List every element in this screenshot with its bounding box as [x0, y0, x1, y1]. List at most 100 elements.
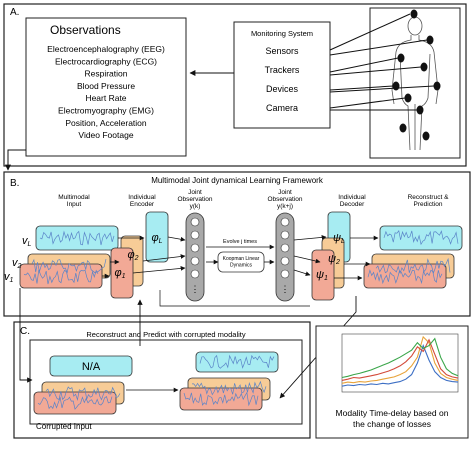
- corrupted-na-box: [49, 355, 133, 377]
- output-signals: [367, 229, 459, 285]
- input-label-v2: v2: [12, 257, 22, 270]
- text-line: Reconstruct &: [408, 194, 449, 201]
- panel-b-label: B.: [10, 178, 19, 189]
- corrupted-input-label: Corrupted Input: [36, 422, 92, 431]
- joint-observation-kj-nodes: ⋮: [280, 217, 290, 294]
- observation-item: Blood Pressure: [77, 81, 135, 91]
- loss-chart: [341, 333, 459, 393]
- monitoring-item: Sensors: [265, 46, 299, 56]
- text-line: Multimodal: [58, 194, 90, 201]
- signal-trace: [375, 257, 451, 275]
- signal-trace: [192, 380, 267, 396]
- signal-trace: [199, 354, 275, 369]
- joint-observation-k-nodes: ⋮: [190, 217, 200, 294]
- neuron-node: [280, 230, 290, 240]
- c-output-v-l: [195, 351, 279, 373]
- panel-c-label: C.: [20, 326, 30, 337]
- evolve-label: Evolve j times: [223, 239, 257, 245]
- observations-box: [25, 17, 187, 157]
- text-line: Observation: [177, 196, 212, 203]
- neuron-node: [190, 230, 200, 240]
- monitoring-item: Trackers: [265, 65, 300, 75]
- neuron-node: [190, 243, 200, 253]
- neuron-node: [280, 243, 290, 253]
- neuron-node: [280, 269, 290, 279]
- c-output-signals: [183, 354, 275, 407]
- monitoring-title: Monitoring System: [251, 29, 313, 38]
- text-line: y(k+j): [277, 203, 293, 210]
- chart-series-line: [341, 337, 459, 379]
- panel-b: B. Multimodal Joint dynamical Learning F…: [3, 171, 471, 317]
- signal-trace: [183, 391, 259, 407]
- neuron-node: [190, 256, 200, 266]
- neuron-dots: ⋮: [191, 284, 200, 294]
- observation-item: Heart Rate: [85, 93, 126, 103]
- panel-c-title: Reconstruct and Predict with corrupted m…: [86, 330, 245, 339]
- panel-b-arrows: [102, 235, 379, 281]
- input-label-vl: vL: [22, 235, 32, 248]
- encoder-label-phi-1: φ1: [114, 267, 125, 280]
- text-line: y(k): [190, 203, 201, 210]
- chart-plot-area: [341, 333, 459, 393]
- bc-connection-arrows: [19, 288, 357, 399]
- text-line: Input: [67, 201, 82, 208]
- panel-c: C. Reconstruct and Predict with corrupte…: [13, 321, 311, 439]
- observation-item: Electroencephalography (EEG): [47, 44, 165, 54]
- text-line: Modality Time-delay based on: [336, 408, 449, 418]
- input-signals: [23, 230, 115, 285]
- neuron-node: [190, 217, 200, 227]
- text-line: Joint: [188, 189, 202, 196]
- text-line: Decoder: [340, 201, 365, 208]
- encoder-label-phi-2: φ2: [127, 249, 138, 262]
- reconstruct-prediction-label: Reconstruct &Prediction: [408, 194, 449, 208]
- text-line: Koopman Linear: [223, 256, 260, 262]
- encoder-label-phi-l: φL: [151, 232, 162, 245]
- observation-item: Electrocardiography (ECG): [55, 56, 157, 66]
- neuron-node: [280, 217, 290, 227]
- text-line: the change of losses: [353, 419, 431, 429]
- observation-item: Electromyography (EMG): [58, 106, 154, 116]
- na-text: N/A: [82, 361, 101, 373]
- monitoring-item: Devices: [266, 84, 299, 94]
- corrupted-input-signals: [37, 386, 121, 410]
- text-line: Joint: [278, 189, 292, 196]
- text-line: Dynamics: [230, 263, 252, 269]
- text-line: Individual: [128, 194, 156, 201]
- observation-item: Video Footage: [78, 130, 133, 140]
- bypass-line: [159, 290, 310, 307]
- observation-item: Respiration: [85, 69, 128, 79]
- observations-title: Observations: [50, 23, 121, 37]
- observation-item: Position, Acceleration: [65, 118, 147, 128]
- neuron-node: [280, 256, 290, 266]
- chart-series-line: [341, 344, 459, 387]
- signal-trace: [23, 269, 99, 285]
- a-to-b-arrow: [5, 149, 26, 171]
- panel-a-label: A.: [10, 7, 19, 18]
- corrupted-v-1: [33, 391, 117, 415]
- observations-list: Electroencephalography (EEG) Electrocardi…: [47, 44, 165, 140]
- input-v-1: [19, 263, 103, 289]
- signal-trace: [383, 229, 459, 246]
- sensor-dots: [392, 9, 441, 141]
- chart-series-line: [341, 335, 459, 384]
- neuron-dots: ⋮: [281, 284, 290, 294]
- panel-a: A. Observations Electroencephalography (…: [3, 3, 467, 167]
- monitoring-box: [233, 21, 331, 129]
- input-label-v1: v1: [4, 271, 14, 284]
- text-line: Individual: [338, 194, 366, 201]
- panel-b-title: Multimodal Joint dynamical Learning Fram…: [151, 176, 324, 185]
- chart-series-line: [341, 338, 459, 381]
- signal-trace: [37, 396, 113, 410]
- monitoring-item: Camera: [266, 103, 298, 113]
- sensor-lines: [329, 13, 435, 111]
- text-line: Prediction: [414, 201, 443, 208]
